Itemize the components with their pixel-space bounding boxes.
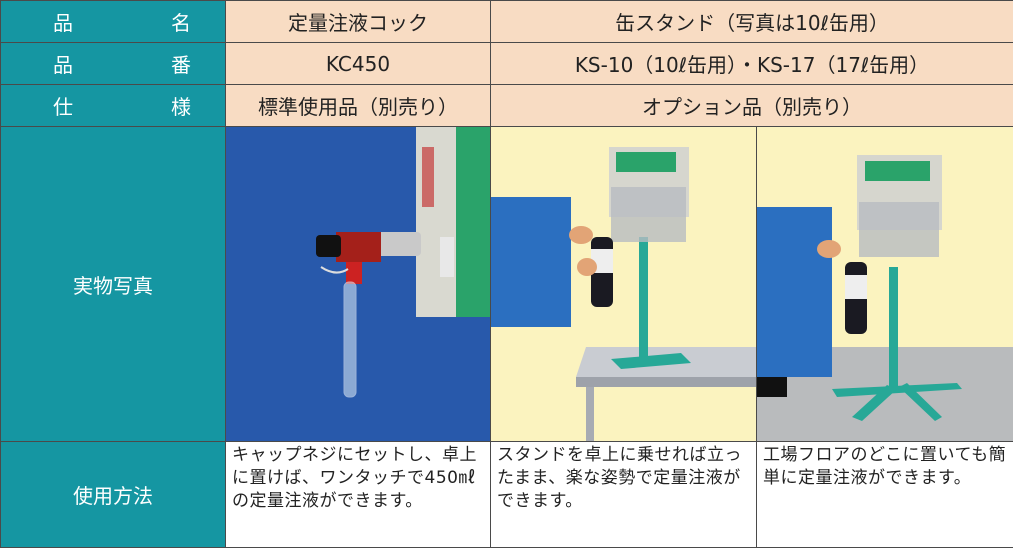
row-product-code: 品番 KC450 KS-10（10ℓ缶用）・KS-17（17ℓ缶用） [1,43,1013,85]
row-spec: 仕様 標準使用品（別売り） オプション品（別売り） [1,85,1013,127]
stand-code: KS-10（10ℓ缶用）・KS-17（17ℓ缶用） [491,43,1013,85]
kc450-spec: 標準使用品（別売り） [226,85,491,127]
photo-ks17-floor [757,127,1013,442]
label-product-name: 品名 [1,1,226,43]
kc450-code: KC450 [226,43,491,85]
label-photo: 実物写真 [1,127,226,442]
tap-photo-image [226,127,491,441]
label-product-code: 品番 [1,43,226,85]
stand-spec: オプション品（別売り） [491,85,1013,127]
row-usage: 使用方法 キャップネジにセットし、卓上に置けば、ワンタッチで450㎖の定量注液が… [1,442,1013,548]
row-product-name: 品名 定量注液コック 缶スタンド（写真は10ℓ缶用） [1,1,1013,43]
stand-name: 缶スタンド（写真は10ℓ缶用） [491,1,1013,43]
kc450-name: 定量注液コック [226,1,491,43]
label-spec: 仕様 [1,85,226,127]
ks10-usage: スタンドを卓上に乗せれば立ったまま、楽な姿勢で定量注液ができます。 [491,442,757,548]
ks17-usage: 工場フロアのどこに置いても簡単に定量注液ができます。 [757,442,1013,548]
floor-stand-photo-image [757,127,1013,441]
row-photo: 実物写真 [1,127,1013,442]
table-stand-photo-image [491,127,757,441]
photo-ks10-table [491,127,757,442]
label-usage: 使用方法 [1,442,226,548]
kc450-usage: キャップネジにセットし、卓上に置けば、ワンタッチで450㎖の定量注液ができます。 [226,442,491,548]
photo-kc450 [226,127,491,442]
